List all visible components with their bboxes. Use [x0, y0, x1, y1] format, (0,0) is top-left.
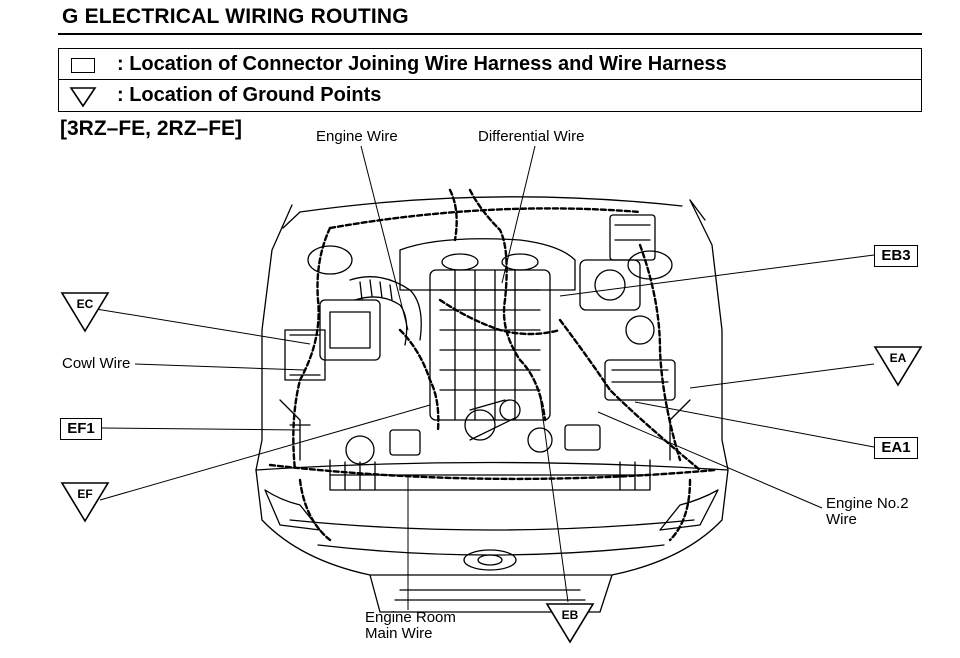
- engine-room-main-wire-line1: Engine Room: [365, 609, 456, 626]
- engine-room-main-wire-line2: Main Wire: [365, 625, 433, 642]
- engine-wire-label: Engine Wire: [316, 128, 398, 145]
- page-title: G ELECTRICAL WIRING ROUTING: [62, 5, 409, 28]
- ground-point-eb-label: EB: [561, 608, 579, 622]
- differential-wire-label: Differential Wire: [478, 128, 585, 145]
- engine-room-main-wire-label: Engine Room Main Wire: [365, 610, 456, 642]
- ground-symbol-icon: [69, 87, 97, 108]
- ground-point-ef: EF: [60, 481, 110, 523]
- ground-triangle-icon: [60, 482, 110, 523]
- engine-no2-wire-line2: Wire: [826, 511, 857, 528]
- ground-point-ec: EC: [60, 291, 110, 333]
- engine-variant-label: [3RZ–FE, 2RZ–FE]: [60, 117, 243, 140]
- ground-point-ef-label: EF: [77, 487, 93, 501]
- ground-point-ea: EA: [873, 345, 923, 387]
- legend-ground-text: : Location of Ground Points: [117, 84, 382, 106]
- ground-point-eb: EB: [545, 602, 595, 644]
- legend-row-ground: : Location of Ground Points: [59, 80, 921, 111]
- legend-table: : Location of Connector Joining Wire Har…: [58, 48, 922, 112]
- engine-no2-wire-line1: Engine No.2: [826, 495, 909, 512]
- connector-eb3: EB3: [874, 245, 918, 267]
- connector-ef1: EF1: [60, 418, 102, 440]
- legend-connector-text: : Location of Connector Joining Wire Har…: [117, 53, 727, 75]
- ground-point-ea-label: EA: [889, 351, 907, 365]
- legend-row-connector: : Location of Connector Joining Wire Har…: [59, 49, 921, 80]
- engine-no2-wire-label: Engine No.2 Wire: [826, 496, 909, 528]
- ground-triangle-icon: [545, 603, 595, 644]
- title-divider: [58, 33, 922, 35]
- cowl-wire-label: Cowl Wire: [62, 355, 131, 372]
- connector-symbol-icon: [71, 58, 95, 73]
- ground-triangle-icon: [873, 346, 923, 387]
- ground-triangle-icon: [60, 292, 110, 333]
- connector-ea1: EA1: [874, 437, 918, 459]
- ground-point-ec-label: EC: [76, 297, 94, 311]
